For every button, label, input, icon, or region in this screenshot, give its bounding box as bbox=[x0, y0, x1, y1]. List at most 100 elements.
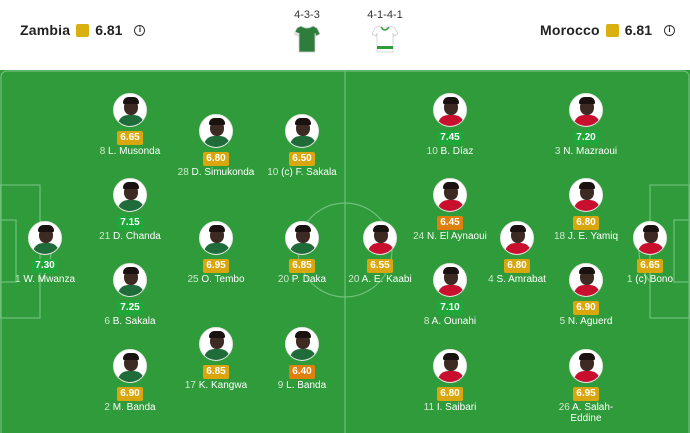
player-number: 20 bbox=[277, 274, 290, 285]
player-card[interactable]: 6.40 9 L. Banda bbox=[262, 327, 342, 391]
player-label: D. Simukonda bbox=[191, 167, 255, 178]
player-photo bbox=[433, 93, 467, 127]
player-card[interactable]: 6.65 8 L. Musonda bbox=[90, 93, 170, 157]
home-info-icon[interactable]: i bbox=[134, 24, 146, 36]
player-label: L. Banda bbox=[286, 380, 327, 391]
player-label: L. Musonda bbox=[108, 146, 161, 157]
player-rating: 6.90 bbox=[117, 387, 143, 401]
player-name: 10 (c) F. Sakala bbox=[262, 167, 342, 178]
player-card[interactable]: 7.10 8 A. Ounahi bbox=[410, 263, 490, 327]
player-card[interactable]: 6.50 10 (c) F. Sakala bbox=[262, 114, 342, 178]
player-card[interactable]: 6.80 28 D. Simukonda bbox=[176, 114, 256, 178]
player-photo bbox=[363, 221, 397, 255]
player-label: (c) Bono bbox=[635, 274, 674, 285]
away-team-rating: 6.81 bbox=[624, 22, 652, 38]
player-name: 9 L. Banda bbox=[262, 380, 342, 391]
player-rating: 6.95 bbox=[573, 387, 599, 401]
player-name: 3 N. Mazraoui bbox=[546, 146, 626, 157]
player-card[interactable]: 6.65 1 (c) Bono bbox=[610, 221, 690, 285]
player-photo bbox=[633, 221, 667, 255]
player-label: S. Amrabat bbox=[496, 274, 546, 285]
match-header: Zambia 6.81 i 4-3-3 4-1-4-1 Morocco 6.81… bbox=[0, 0, 690, 70]
player-photo bbox=[113, 178, 147, 212]
player-number: 26 bbox=[558, 402, 570, 413]
player-rating: 6.50 bbox=[289, 152, 315, 166]
player-photo bbox=[199, 114, 233, 148]
player-card[interactable]: 6.85 17 K. Kangwa bbox=[176, 327, 256, 391]
player-rating: 6.95 bbox=[203, 259, 229, 273]
player-card[interactable]: 6.80 18 J. E. Yamiq bbox=[546, 178, 626, 242]
home-formation-label: 4-3-3 bbox=[294, 9, 320, 21]
player-card[interactable]: 7.20 3 N. Mazraoui bbox=[546, 93, 626, 157]
player-name: 21 D. Chanda bbox=[90, 231, 170, 242]
player-label: N. Aguerd bbox=[567, 316, 613, 327]
player-number: 17 bbox=[184, 380, 196, 391]
player-number: 18 bbox=[553, 231, 566, 242]
player-name: 1 W. Mwanza bbox=[5, 274, 85, 285]
player-card[interactable]: 6.55 20 A. E. Kaabi bbox=[340, 221, 420, 285]
player-rating: 6.85 bbox=[203, 365, 229, 379]
player-label: A. E. Kaabi bbox=[361, 274, 412, 285]
player-number: 28 bbox=[177, 167, 189, 178]
home-formation: 4-3-3 bbox=[277, 9, 337, 53]
player-name: 4 S. Amrabat bbox=[477, 274, 557, 285]
away-team-name: Morocco bbox=[540, 22, 600, 38]
player-rating: 6.80 bbox=[504, 259, 530, 273]
player-photo bbox=[199, 327, 233, 361]
player-label: N. El Aynaoui bbox=[427, 231, 487, 242]
player-card[interactable]: 6.80 11 I. Saibari bbox=[410, 349, 490, 413]
player-name: 20 A. E. Kaabi bbox=[340, 274, 420, 285]
player-photo bbox=[113, 263, 147, 297]
player-label: D. Chanda bbox=[113, 231, 161, 242]
player-card[interactable]: 6.80 4 S. Amrabat bbox=[477, 221, 557, 285]
away-formation-label: 4-1-4-1 bbox=[367, 9, 403, 21]
player-rating: 6.80 bbox=[203, 152, 229, 166]
player-photo bbox=[433, 263, 467, 297]
player-number: 1 bbox=[14, 274, 21, 285]
player-label: A. Ounahi bbox=[431, 316, 477, 327]
player-name: 17 K. Kangwa bbox=[176, 380, 256, 391]
player-photo bbox=[285, 221, 319, 255]
player-card[interactable]: 6.45 24 N. El Aynaoui bbox=[410, 178, 490, 242]
player-label: I. Saibari bbox=[436, 402, 477, 413]
player-rating: 6.65 bbox=[117, 131, 143, 145]
player-rating: 6.40 bbox=[289, 365, 315, 379]
player-rating: 6.65 bbox=[637, 259, 663, 273]
player-number: 21 bbox=[99, 231, 111, 242]
player-rating: 7.45 bbox=[437, 131, 463, 145]
player-rating: 7.15 bbox=[117, 216, 143, 230]
player-photo bbox=[285, 114, 319, 148]
player-label: M. Banda bbox=[112, 402, 156, 413]
player-label: B. Díaz bbox=[440, 146, 474, 157]
player-rating: 7.20 bbox=[573, 131, 599, 145]
player-label: (c) F. Sakala bbox=[281, 167, 337, 178]
player-rating: 7.25 bbox=[117, 301, 143, 315]
player-card[interactable]: 7.25 6 B. Sakala bbox=[90, 263, 170, 327]
player-label: O. Tembo bbox=[201, 274, 245, 285]
player-name: 26 A. Salah-Eddine bbox=[546, 402, 626, 424]
player-card[interactable]: 6.95 26 A. Salah-Eddine bbox=[546, 349, 626, 424]
player-card[interactable]: 7.30 1 W. Mwanza bbox=[5, 221, 85, 285]
player-number: 5 bbox=[559, 316, 566, 327]
player-card[interactable]: 7.15 21 D. Chanda bbox=[90, 178, 170, 242]
player-card[interactable]: 7.45 10 B. Díaz bbox=[410, 93, 490, 157]
player-card[interactable]: 6.90 5 N. Aguerd bbox=[546, 263, 626, 327]
player-photo bbox=[569, 93, 603, 127]
player-card[interactable]: 6.85 20 P. Daka bbox=[262, 221, 342, 285]
pitch: 7.30 1 W. Mwanza 6.65 8 L. Musonda 7.15 … bbox=[0, 70, 690, 433]
away-shirt-icon bbox=[372, 25, 398, 53]
player-name: 5 N. Aguerd bbox=[546, 316, 626, 327]
player-photo bbox=[433, 178, 467, 212]
player-number: 24 bbox=[413, 231, 425, 242]
player-card[interactable]: 6.95 25 O. Tembo bbox=[176, 221, 256, 285]
player-number: 10 bbox=[426, 146, 438, 157]
player-number: 1 bbox=[626, 274, 633, 285]
away-info-icon[interactable]: i bbox=[664, 24, 675, 36]
player-rating: 6.80 bbox=[573, 216, 599, 230]
player-name: 8 A. Ounahi bbox=[410, 316, 490, 327]
away-rating-square-icon bbox=[605, 23, 619, 37]
player-label: W. Mwanza bbox=[23, 274, 76, 285]
player-rating: 6.45 bbox=[437, 216, 463, 230]
player-card[interactable]: 6.90 2 M. Banda bbox=[90, 349, 170, 413]
home-team-name: Zambia bbox=[20, 22, 71, 38]
